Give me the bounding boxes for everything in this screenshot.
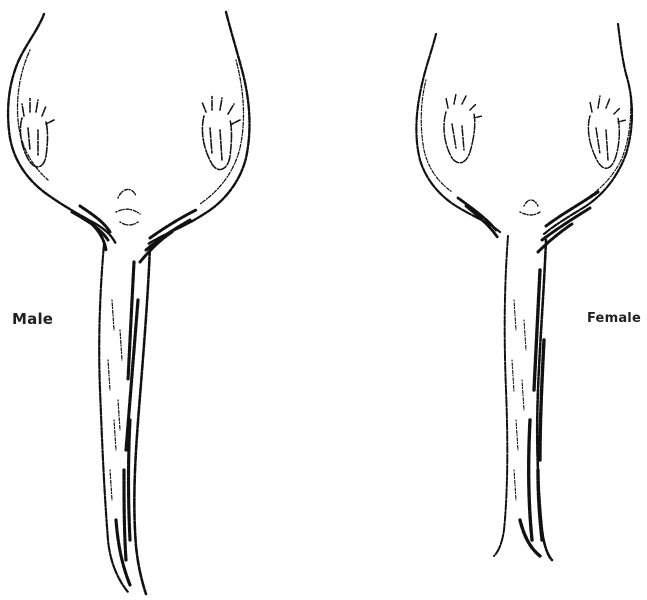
female-figure: [416, 24, 632, 560]
female-stem-speckles: [512, 300, 526, 500]
female-bowl-left-edge: [416, 34, 500, 232]
male-bowl-left-inner: [18, 50, 49, 180]
male-bowl-left-edge: [8, 14, 116, 244]
female-center-mark: [520, 200, 540, 215]
female-label: Female: [587, 311, 641, 326]
male-handprint-left: [20, 98, 54, 167]
male-stem-speckles: [108, 300, 122, 500]
male-center-mark: [116, 189, 140, 225]
female-handprint-left: [444, 94, 482, 163]
male-bowl-right-edge: [148, 12, 249, 244]
female-neck-shading-left: [458, 198, 498, 238]
female-handprint-right: [588, 96, 626, 168]
male-handprint-right: [202, 96, 240, 170]
female-stem-left-edge: [494, 236, 508, 556]
male-figure: [8, 12, 249, 594]
female-stem-shading: [520, 270, 544, 556]
male-stem-right-edge: [134, 246, 150, 594]
male-label: Male: [12, 310, 53, 328]
